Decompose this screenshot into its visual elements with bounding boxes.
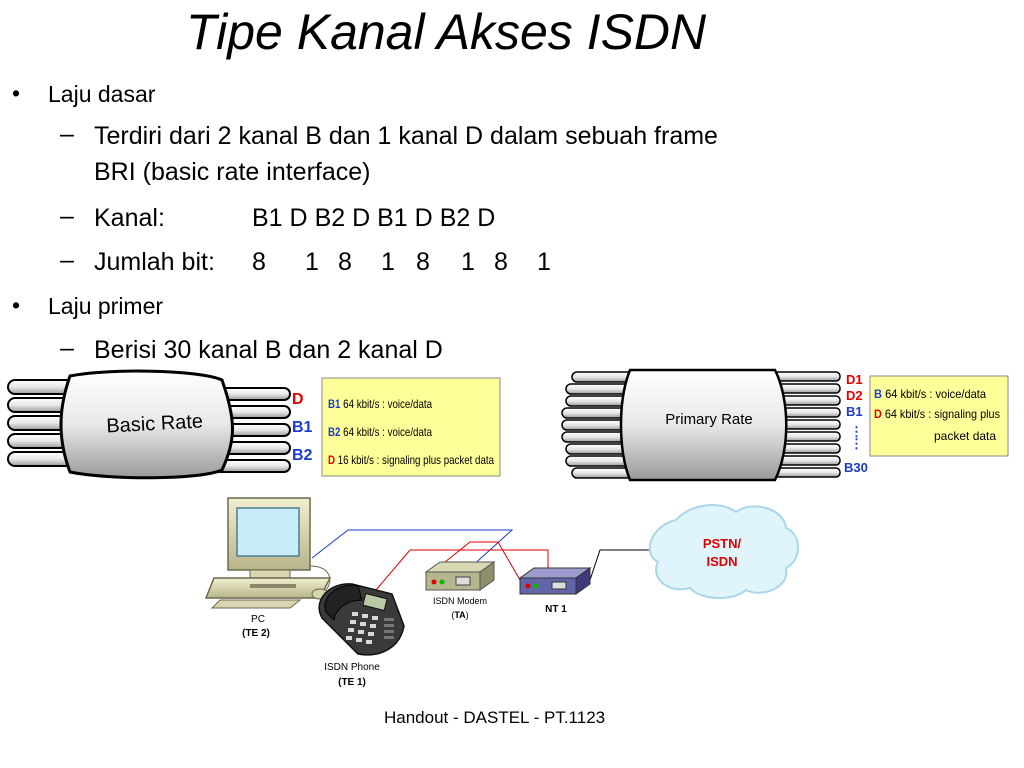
primary-rate-legend: B 64 kbit/s : voice/data D 64 kbit/s : s… (869, 375, 1009, 457)
basic-sub-line1: Terdiri dari 2 kanal B dan 1 kanal D dal… (94, 122, 718, 150)
legend-ch: B2 (328, 425, 341, 439)
basic-sub-line2: BRI (basic rate interface) (94, 158, 371, 186)
dash: – (60, 334, 74, 362)
legend-text: 64 kbit/s : voice/data (343, 425, 432, 439)
primary-rate-label: Primary Rate (665, 411, 753, 428)
ellipsis: ⋮ (850, 436, 863, 451)
svg-text:D 64 kbit/s : signaling: D 64 kbit/s : signaling plus (874, 407, 1000, 421)
kanal-value: B2 (439, 204, 471, 232)
primary-rate-cable: Primary Rate (561, 368, 841, 482)
cloud-label-line1: PSTN/ (703, 536, 742, 551)
svg-text:B1 64 kbit/s : voice/dat: B1 64 kbit/s : voice/data (328, 397, 432, 411)
kanal-value: B2 (314, 204, 346, 232)
svg-text:D 16 kbit/s : signaling: D 16 kbit/s : signaling plus packet data (328, 453, 494, 467)
dash: – (60, 120, 74, 148)
bullet-dot: • (12, 80, 21, 106)
kanal-label: Kanal: (94, 204, 165, 232)
svg-text:B 64 kbit/s : voice/data: B 64 kbit/s : voice/data (874, 387, 986, 401)
kanal-value: D (414, 204, 433, 232)
basic-channel-b1: B1 (292, 419, 313, 436)
modem-icon (424, 561, 496, 591)
kanal-value: B1 (377, 204, 408, 232)
legend-text: 64 kbit/s : voice/data (885, 387, 986, 401)
pc-icon (204, 497, 332, 609)
kanal-value: B1 (252, 204, 283, 232)
legend-ch: B1 (328, 397, 341, 411)
primary-channel-b30: B30 (844, 460, 868, 475)
legend-ch: D (874, 407, 882, 421)
bit-label: Jumlah bit: (94, 248, 215, 276)
bit-value: 8 (338, 248, 352, 276)
ellipsis: ⋮ (850, 424, 863, 439)
basic-rate-legend: B1 64 kbit/s : voice/data B2 64 kbit/s :… (321, 377, 501, 477)
bullet-dot: • (12, 292, 21, 318)
cloud-label-line2: ISDN (706, 554, 737, 569)
basic-rate-label: Basic Rate (106, 410, 204, 437)
bit-value: 1 (461, 248, 475, 276)
bullet-primary-rate: Laju primer (48, 293, 164, 319)
primary-channel-d2: D2 (846, 388, 863, 403)
bit-value: 8 (416, 248, 430, 276)
kanal-value: D (289, 204, 308, 232)
connection-lines (311, 529, 658, 591)
phone-sub-label: (TE 1) (338, 677, 366, 688)
cloud-icon (648, 504, 799, 600)
legend-ch: D (328, 453, 335, 467)
basic-rate-cable: Basic Rate (7, 369, 291, 480)
phone-label: ISDN Phone (324, 662, 380, 673)
bullet-basic-rate: Laju dasar (48, 81, 156, 107)
bit-value: 1 (537, 248, 551, 276)
pc-sub-label: (TE 2) (242, 628, 270, 639)
bit-value: 1 (381, 248, 395, 276)
primary-channel-d1: D1 (846, 372, 863, 387)
bit-value: 8 (252, 248, 266, 276)
phone-icon (318, 583, 405, 656)
primary-channel-b1: B1 (846, 404, 863, 419)
dash: – (60, 246, 74, 274)
kanal-value: D (477, 204, 496, 232)
pc-label: PC (251, 614, 265, 625)
nt1-icon (518, 567, 592, 595)
bit-values: 8 1 8 1 8 1 8 1 (0, 246, 1024, 278)
modem-sub-label: (TA) (451, 610, 468, 620)
bit-value: 1 (305, 248, 319, 276)
primary-sub: Berisi 30 kanal B dan 2 kanal D (94, 336, 443, 364)
dash: – (60, 202, 74, 230)
legend-text: packet data (934, 429, 996, 443)
kanal-value: D (352, 204, 371, 232)
kanal-values: B1 D B2 D B1 D B2 D (252, 202, 495, 234)
basic-channel-d: D (292, 391, 304, 408)
svg-text:B2 64 kbit/s : voice/dat: B2 64 kbit/s : voice/data (328, 425, 432, 439)
legend-ch: B (874, 387, 882, 401)
page-title: Tipe Kanal Akses ISDN (186, 4, 707, 60)
footer: Handout - DASTEL - PT.1123 (384, 708, 606, 727)
modem-label: ISDN Modem (433, 596, 487, 606)
legend-text: 64 kbit/s : voice/data (343, 397, 432, 411)
bit-value: 8 (494, 248, 508, 276)
nt1-label: NT 1 (545, 604, 567, 615)
legend-text: 64 kbit/s : signaling plus (885, 407, 1000, 421)
legend-text: 16 kbit/s : signaling plus packet data (338, 453, 495, 467)
basic-channel-b2: B2 (292, 447, 313, 464)
